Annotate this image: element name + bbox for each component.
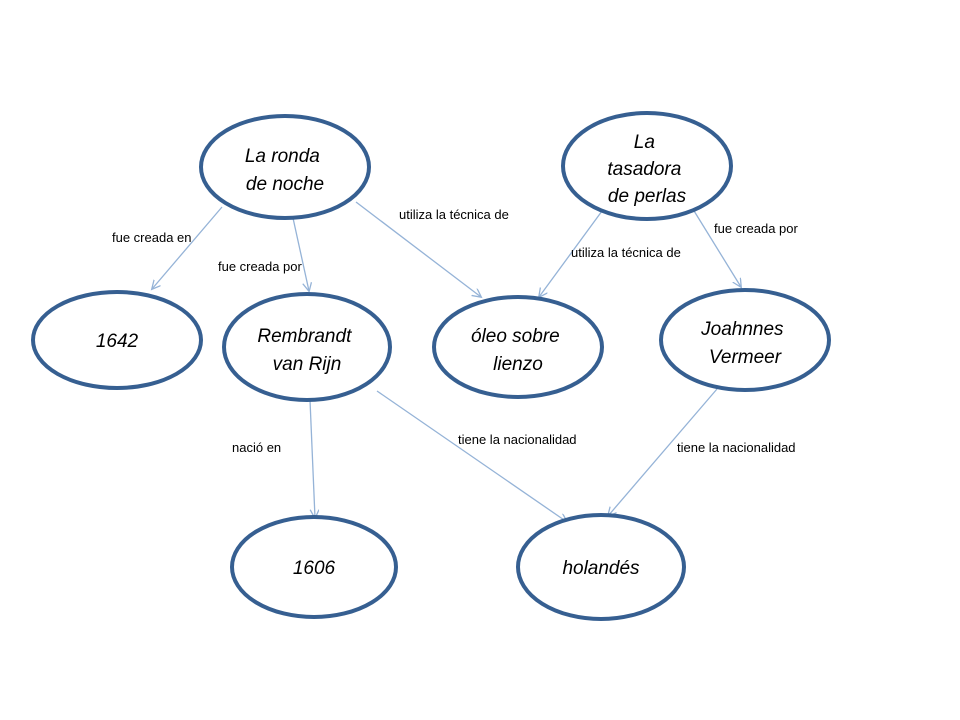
edge-line [376, 390, 567, 522]
edge-line [292, 217, 309, 291]
edge-la-tasadora-de-perlas-joahnnes-vermeer: fue creada por [690, 205, 799, 287]
edge-line [309, 399, 315, 518]
node-la-ronda-de-noche: La ronda de noche [199, 114, 371, 220]
edge-line [539, 210, 603, 297]
node-label: 1642 [96, 331, 139, 352]
edge-label: nació en [232, 440, 281, 455]
edge-rembrandt-van-rijn-holandes: tiene la nacionalidad [376, 390, 577, 522]
node-label: 1606 [293, 558, 336, 579]
edge-label: tiene la nacionalidad [458, 432, 577, 447]
nodes-layer: La ronda de noche La tasadora de perlas … [31, 111, 831, 621]
edge-la-ronda-de-noche-rembrandt-van-rijn: fue creada por [218, 217, 309, 291]
node-label: holandés [562, 558, 640, 579]
node-1642: 1642 [31, 290, 203, 390]
node-la-tasadora-de-perlas: La tasadora de perlas [561, 111, 733, 221]
edge-la-ronda-de-noche-1642: fue creada en [112, 206, 223, 289]
node-ellipse [222, 292, 392, 402]
edge-la-tasadora-de-perlas-oleo-sobre-lienzo: utiliza la técnica de [539, 210, 681, 297]
edge-label: utiliza la técnica de [399, 207, 509, 222]
node-ellipse [432, 295, 604, 399]
node-label: La tasadora de perlas [607, 132, 686, 207]
edge-line [690, 205, 741, 287]
node-ellipse [230, 515, 398, 619]
node-label: La ronda de noche [245, 146, 325, 195]
edge-joahnnes-vermeer-holandes: tiene la nacionalidad [608, 388, 796, 516]
node-rembrandt-van-rijn: Rembrandt van Rijn [222, 292, 392, 402]
node-ellipse [659, 288, 831, 392]
node-ellipse [31, 290, 203, 390]
edge-label: fue creada en [112, 230, 192, 245]
edges-layer: fue creada en fue creada por utiliza la … [112, 201, 799, 522]
node-ellipse [561, 111, 733, 221]
node-ellipse [199, 114, 371, 220]
node-oleo-sobre-lienzo: óleo sobre lienzo [432, 295, 604, 399]
node-label: Rembrandt van Rijn [257, 326, 356, 375]
edge-line [608, 388, 718, 516]
node-ellipse [516, 513, 686, 621]
edge-la-ronda-de-noche-oleo-sobre-lienzo: utiliza la técnica de [355, 201, 509, 297]
edge-line [152, 206, 223, 289]
edge-rembrandt-van-rijn-1606: nació en [232, 399, 315, 518]
node-1606: 1606 [230, 515, 398, 619]
edge-line [355, 201, 481, 297]
edge-label: tiene la nacionalidad [677, 440, 796, 455]
node-label: óleo sobre lienzo [471, 326, 565, 375]
edge-label: utiliza la técnica de [571, 245, 681, 260]
node-joahnnes-vermeer: Joahnnes Vermeer [659, 288, 831, 392]
edge-label: fue creada por [714, 221, 799, 236]
node-holandes: holandés [516, 513, 686, 621]
node-label: Joahnnes Vermeer [700, 319, 789, 368]
edge-label: fue creada por [218, 259, 303, 274]
